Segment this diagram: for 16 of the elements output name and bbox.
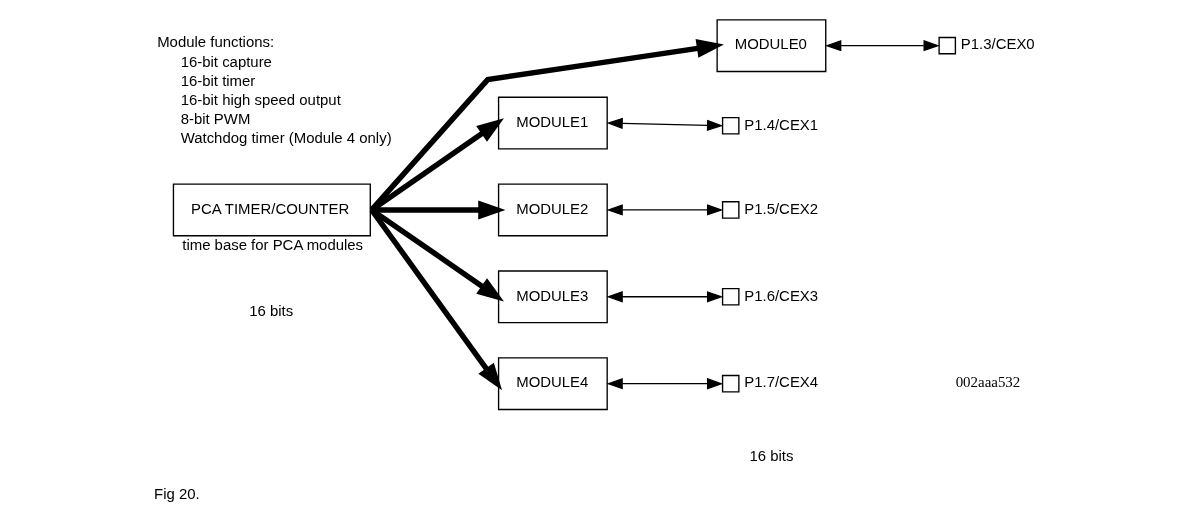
node-label: P1.5/CEX2 — [743, 199, 818, 217]
node-label: P1.4/CEX1 — [743, 115, 818, 133]
label: 16-bit high speed output — [180, 90, 341, 108]
label: 16 bits — [748, 446, 793, 464]
label: 002aaa532 — [955, 373, 1020, 390]
label: Watchdog timer (Module 4 only) — [180, 128, 392, 146]
label: 16 bits — [248, 301, 293, 319]
label: 16-bit timer — [180, 71, 255, 89]
caption: Fig 20. — [153, 484, 200, 502]
label: 8-bit PWM — [180, 109, 250, 127]
label: Module functions: — [156, 32, 274, 50]
node-label: P1.6/CEX3 — [743, 286, 818, 304]
label: 16-bit capture — [180, 52, 272, 70]
node-label: P1.3/CEX0 — [960, 34, 1035, 52]
node-label: P1.7/CEX4 — [743, 372, 818, 390]
node-label: time base for PCA modules — [181, 235, 363, 253]
